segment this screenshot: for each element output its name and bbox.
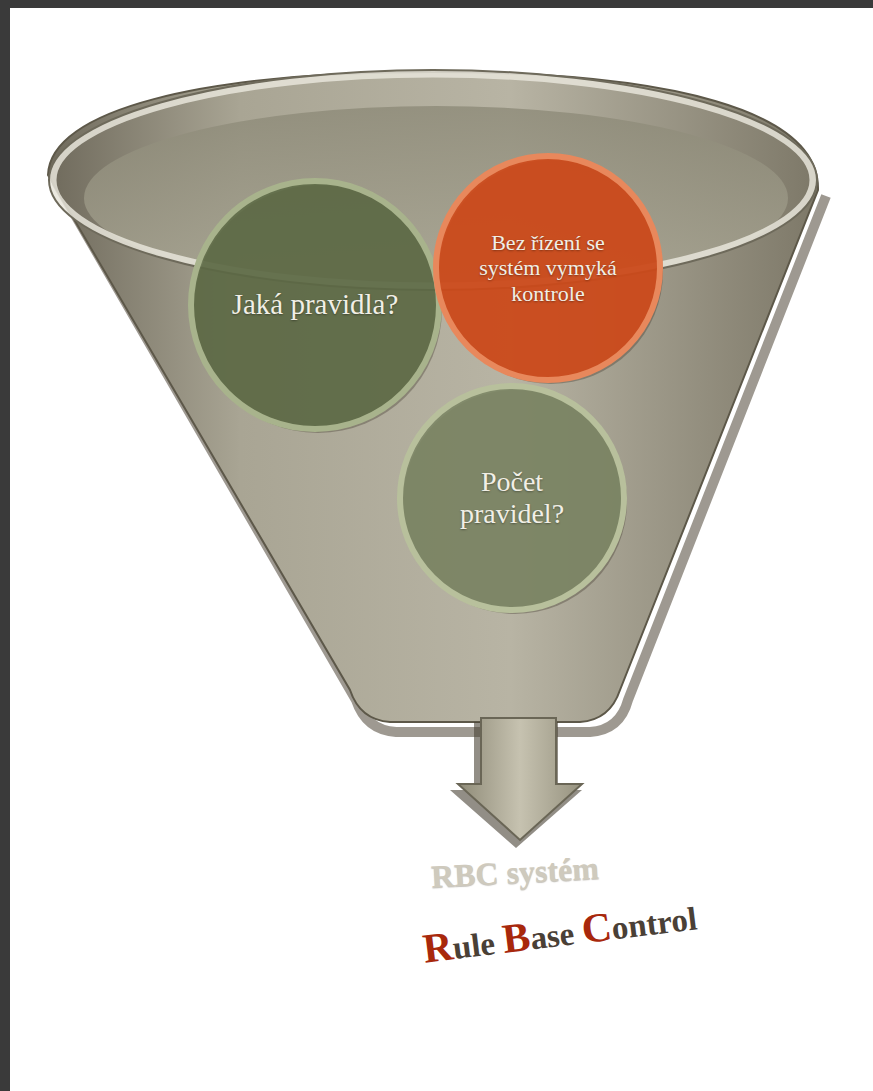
circle-node: Jaká pravidla? (185, 175, 445, 435)
frame-left (0, 0, 10, 1091)
frame-top (0, 0, 873, 8)
circle-node: Bez řízení se systém vymyká kontrole (430, 150, 666, 386)
node-text: Počet pravidel? (430, 466, 595, 530)
system-label: RBC systém (430, 849, 600, 895)
down-arrow (458, 718, 582, 840)
node-text: Bez řízení se systém vymyká kontrole (466, 230, 631, 306)
node-text: Jaká pravidla? (224, 288, 406, 321)
circle-node: Počet pravidel? (394, 380, 630, 616)
funnel-body (48, 72, 818, 722)
funnel-rim (53, 74, 813, 286)
acronym-expansion: Rule Base Control (420, 891, 699, 972)
funnel-rim-edge (49, 70, 817, 290)
